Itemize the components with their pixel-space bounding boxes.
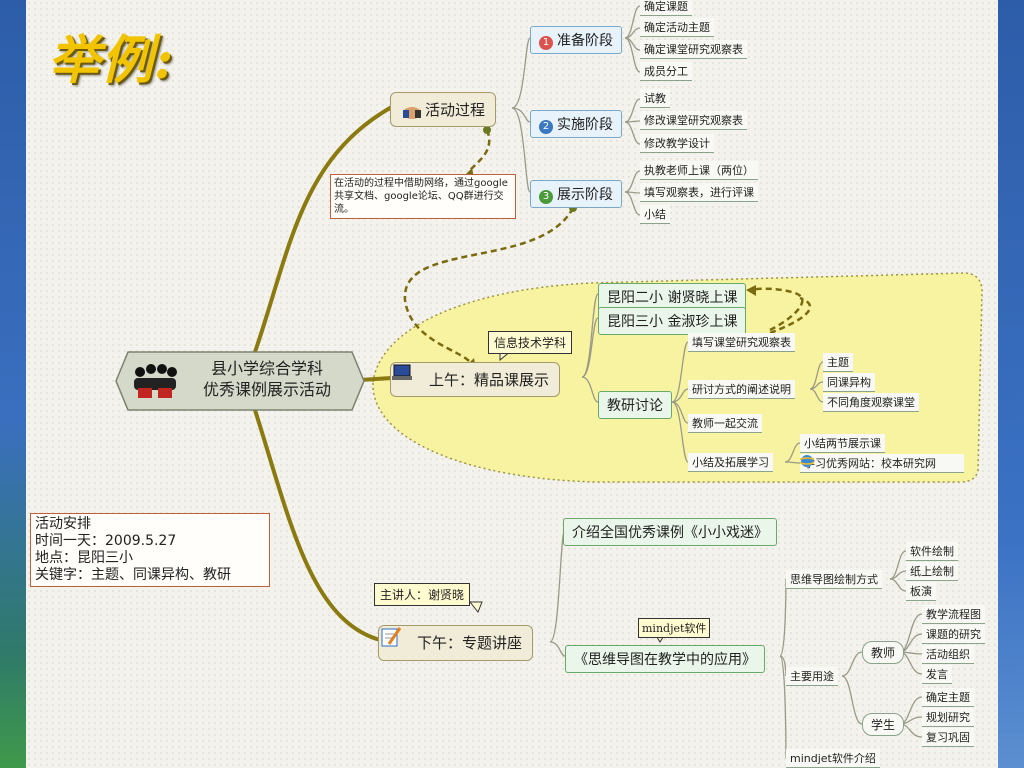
methods-label[interactable]: 思维导图绘制方式 — [786, 570, 882, 589]
lesson-2[interactable]: 昆阳三小 金淑珍上课 — [598, 307, 747, 335]
student-node[interactable]: 学生 — [862, 713, 905, 736]
root-line-1: 县小学综合学科 — [210, 359, 323, 378]
root-node-shape — [115, 351, 365, 411]
discussion-item-2[interactable]: 研讨方式的阐述说明 — [688, 380, 795, 399]
left-frame — [0, 0, 26, 768]
right-frame — [998, 0, 1024, 768]
handshake-icon — [401, 102, 421, 120]
arrangement-line-3: 地点：昆阳三小 — [35, 550, 133, 566]
stage-1-label: 准备阶段 — [557, 33, 613, 49]
draw-method-3[interactable]: 板演 — [906, 582, 936, 601]
teacher-node[interactable]: 教师 — [862, 641, 905, 664]
leaf-stage1-3[interactable]: 确定课堂研究观察表 — [640, 40, 747, 59]
leaf-stage3-1[interactable]: 执教老师上课（两位） — [640, 161, 758, 180]
stage-2-label: 实施阶段 — [557, 117, 613, 133]
extension-1[interactable]: 小结两节展示课 — [800, 434, 885, 453]
slide-title: 举例: — [48, 30, 175, 91]
discussion-item-1[interactable]: 填写课堂研究观察表 — [688, 333, 795, 352]
teacher-item-1[interactable]: 教学流程图 — [922, 605, 985, 624]
extension-2[interactable]: 学习优秀网站：校本研究网 — [800, 454, 964, 473]
morning-node[interactable]: 上午：精品课展示 — [390, 362, 561, 397]
morning-callout: 信息技术学科 — [488, 331, 573, 354]
leaf-stage1-2[interactable]: 确定活动主题 — [640, 18, 714, 37]
leaf-stage2-3[interactable]: 修改教学设计 — [640, 134, 714, 153]
stage-3-label: 展示阶段 — [557, 187, 613, 203]
method-2[interactable]: 同课异构 — [823, 373, 875, 392]
uses-label[interactable]: 主要用途 — [786, 667, 838, 686]
method-3[interactable]: 不同角度观察课堂 — [823, 393, 919, 412]
laptop-icon — [392, 364, 423, 390]
leaf-stage1-4[interactable]: 成员分工 — [640, 62, 692, 81]
topic-1[interactable]: 介绍全国优秀课例《小小戏迷》 — [563, 518, 777, 546]
extension-2-label: 学习优秀网站：校本研究网 — [804, 457, 936, 470]
process-label: 活动过程 — [425, 101, 486, 119]
stage-show[interactable]: 3 展示阶段 — [530, 180, 622, 208]
mindjet-intro[interactable]: mindjet软件介绍 — [786, 749, 880, 768]
topic-2[interactable]: 《思维导图在教学中的应用》 — [565, 645, 765, 673]
teacher-item-3[interactable]: 活动组织 — [922, 645, 974, 664]
root-label: 县小学综合学科 优秀课例展示活动 — [182, 358, 352, 400]
discussion-item-3[interactable]: 教师一起交流 — [688, 414, 762, 433]
stage-prep[interactable]: 1 准备阶段 — [530, 26, 622, 54]
student-item-2[interactable]: 规划研究 — [922, 708, 974, 727]
ie-icon — [800, 455, 960, 471]
notepad-icon — [381, 627, 411, 654]
stage-2-number: 2 — [539, 120, 553, 134]
leaf-stage3-3[interactable]: 小结 — [640, 205, 670, 224]
process-node[interactable]: 活动过程 — [390, 92, 497, 127]
root-node[interactable]: 县小学综合学科 优秀课例展示活动 — [112, 352, 362, 410]
morning-label: 上午：精品课展示 — [429, 371, 550, 389]
student-item-1[interactable]: 确定主题 — [922, 688, 974, 707]
teacher-item-4[interactable]: 发言 — [922, 665, 952, 684]
stage-3-number: 3 — [539, 190, 553, 204]
arrangement-note: 活动安排 时间一天：2009.5.27 地点：昆阳三小 关键字：主题、同课异构、… — [30, 513, 270, 587]
arrangement-line-1: 活动安排 — [35, 516, 91, 532]
discussion-node[interactable]: 教研讨论 — [598, 391, 672, 419]
afternoon-label: 下午：专题讲座 — [417, 634, 523, 652]
lesson-1[interactable]: 昆阳二小 谢贤晓上课 — [598, 283, 747, 311]
topic-2-callout: mindjet软件 — [638, 618, 711, 638]
people-icon — [134, 364, 177, 398]
stage-implement[interactable]: 2 实施阶段 — [530, 110, 622, 138]
leaf-stage2-1[interactable]: 试教 — [640, 89, 670, 108]
leaf-stage3-2[interactable]: 填写观察表，进行评课 — [640, 183, 758, 202]
process-note: 在活动的过程中借助网络，通过google共享文档、google论坛、QQ群进行交… — [330, 174, 516, 219]
leaf-stage1-1[interactable]: 确定课题 — [640, 0, 692, 16]
afternoon-callout: 主讲人：谢贤晓 — [374, 583, 471, 606]
stage-1-number: 1 — [539, 36, 553, 50]
student-item-3[interactable]: 复习巩固 — [922, 728, 974, 747]
draw-method-2[interactable]: 纸上绘制 — [906, 562, 958, 581]
arrangement-line-2: 时间一天：2009.5.27 — [35, 533, 177, 549]
method-1[interactable]: 主题 — [823, 353, 853, 372]
root-line-2: 优秀课例展示活动 — [202, 380, 331, 399]
draw-method-1[interactable]: 软件绘制 — [906, 542, 958, 561]
discussion-item-4[interactable]: 小结及拓展学习 — [688, 453, 773, 472]
highlight-region — [372, 272, 983, 483]
arrangement-line-4: 关键字：主题、同课异构、教研 — [35, 567, 231, 583]
teacher-item-2[interactable]: 课题的研究 — [922, 625, 985, 644]
afternoon-node[interactable]: 下午：专题讲座 — [378, 625, 534, 661]
leaf-stage2-2[interactable]: 修改课堂研究观察表 — [640, 111, 747, 130]
